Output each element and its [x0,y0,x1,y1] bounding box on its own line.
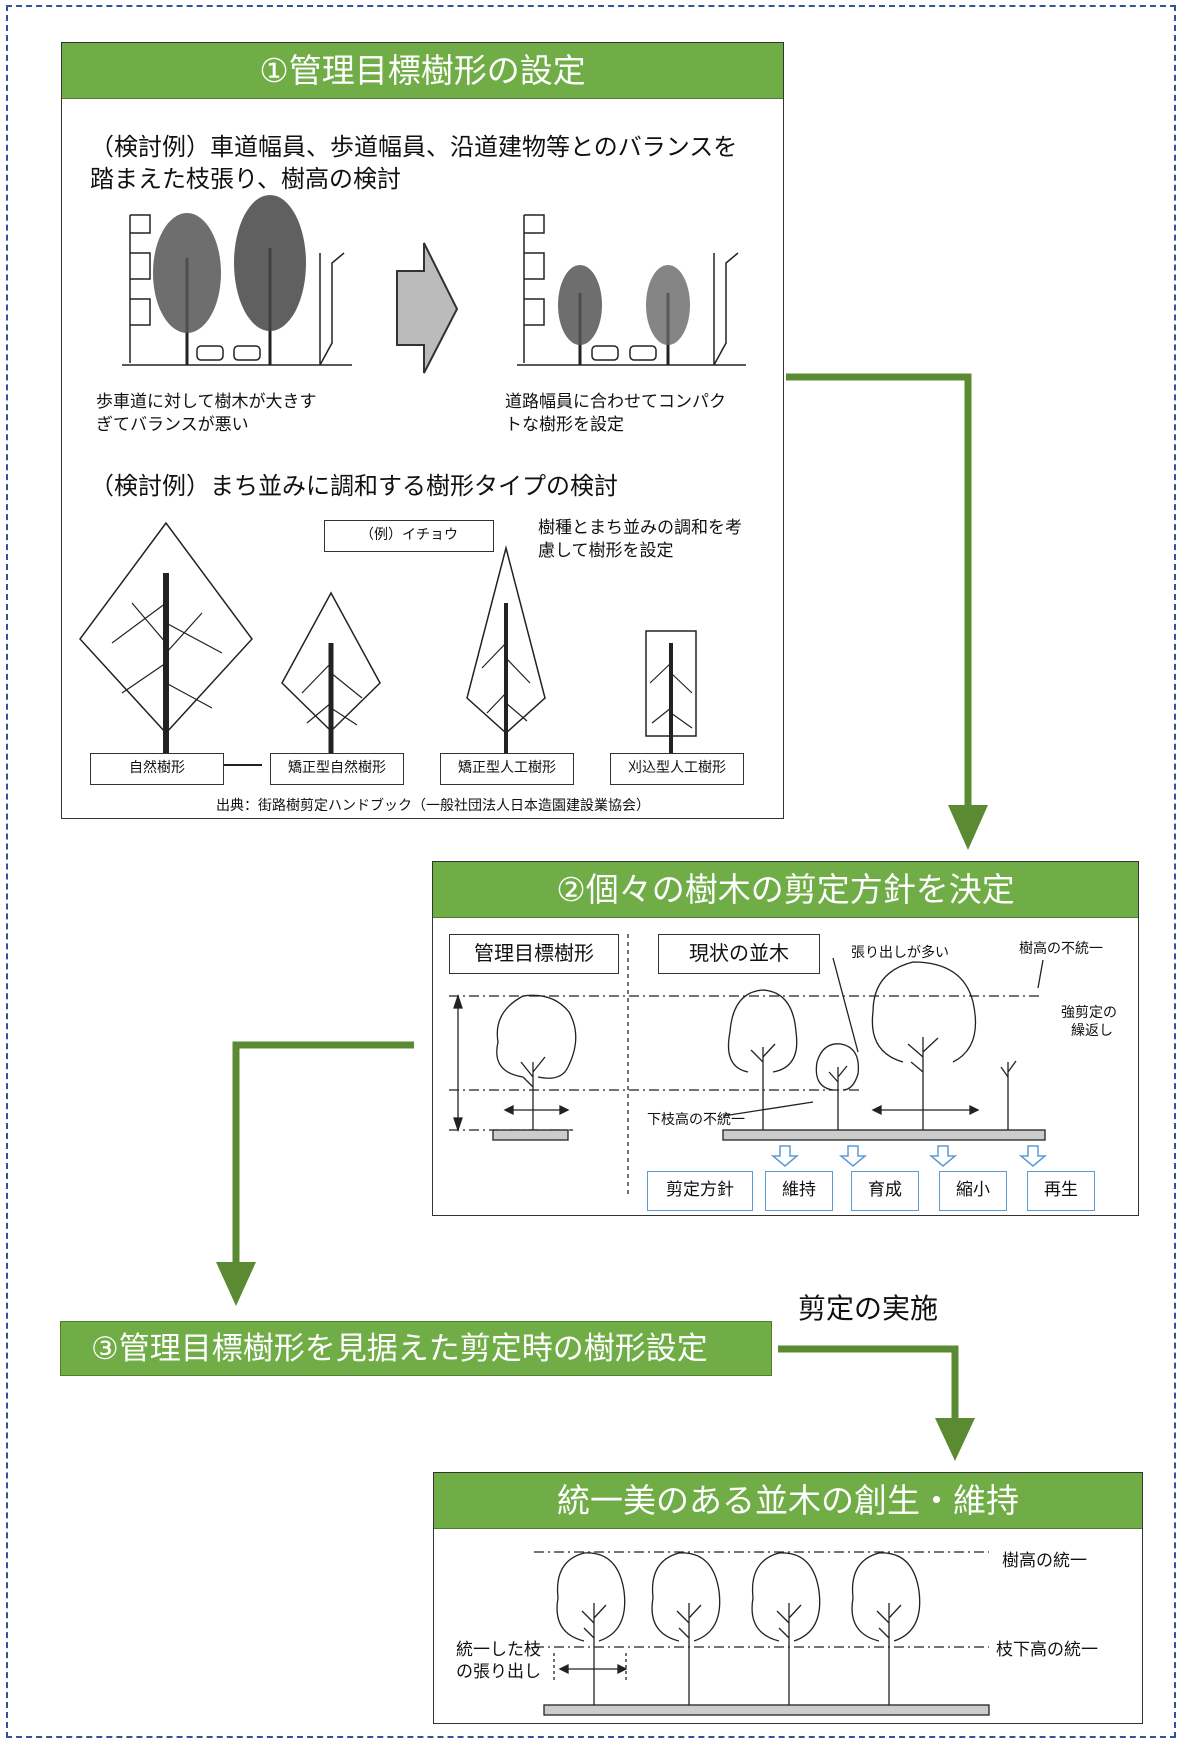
tree-type-note-line1: 樹種とまち並みの調和を考 [538,518,742,538]
tree-type-corrective-natural: 矯正型自然樹形 [270,753,404,785]
flow-arrowhead-to-section3 [216,1262,256,1306]
current-trees-label: 現状の並木 [658,934,820,974]
section1-title: ①管理目標樹形の設定 [62,43,783,99]
policy-develop: 育成 [851,1171,919,1211]
policy-reduce: 縮小 [939,1171,1007,1211]
section4-title: 統一美のある並木の創生・維持 [434,1473,1142,1529]
unified-trees-diagram [534,1551,990,1716]
right-caption-line2: トな樹形を設定 [505,415,624,435]
tree-type-corrective-artificial: 矯正型人工樹形 [440,753,574,785]
target-form-label: 管理目標樹形 [449,934,619,974]
left-caption-line2: ぎてバランスが悪い [96,415,249,435]
section4-panel: 統一美のある並木の創生・維持 樹高の統一 枝下高の統一 統一した枝 の張り出し [433,1472,1143,1724]
spread-unified-annotation-line1: 統一した枝 [456,1640,541,1660]
section2-panel: ②個々の樹木の剪定方針を決定 管理目標樹形 現状の並木 張り出しが多い 樹高の不… [432,861,1139,1216]
pruning-implementation-label: 剪定の実施 [798,1292,939,1325]
strong-pruning-annotation-line2: 繰返し [1071,1023,1113,1039]
example1-text-line2: 踏まえた枝張り、樹高の検討 [90,165,402,193]
overhang-annotation: 張り出しが多い [851,945,949,961]
source-citation: 出典：街路樹剪定ハンドブック（一般社団法人日本造園建設業協会） [216,798,650,814]
tree-type-note-line2: 慮して樹形を設定 [538,541,674,561]
pruning-policy-label: 剪定方針 [647,1171,753,1211]
strong-pruning-annotation-line1: 強剪定の [1061,1005,1117,1021]
lower-branch-unified-annotation: 枝下高の統一 [996,1640,1098,1660]
pruning-policy-diagram [449,934,1048,1197]
outer-dashed-frame [6,5,1176,1738]
policy-maintain: 維持 [765,1171,833,1211]
tree-type-natural: 自然樹形 [90,753,224,785]
flow-arrowhead-to-section4 [935,1418,975,1461]
section2-title: ②個々の樹木の剪定方針を決定 [433,862,1138,918]
lower-branch-annotation: 下枝高の不統一 [647,1112,745,1128]
height-inconsistency-annotation: 樹高の不統一 [1019,941,1103,957]
flow-arrowhead-to-section2 [948,805,988,850]
example1-text-line1: （検討例）車道幅員、歩道幅員、沿道建物等とのバランスを [90,133,738,161]
section3-title: ③管理目標樹形を見据えた剪定時の樹形設定 [60,1321,772,1376]
right-caption-line1: 道路幅員に合わせてコンパク [505,392,726,412]
policy-regenerate: 再生 [1027,1171,1095,1211]
height-unified-annotation: 樹高の統一 [1002,1551,1087,1571]
tree-type-clipped-artificial: 刈込型人工樹形 [610,753,744,785]
spread-unified-annotation-line2: の張り出し [456,1662,541,1682]
left-caption-line1: 歩車道に対して樹木が大きす [96,392,317,412]
species-label: （例）イチョウ [324,520,494,552]
example2-text: （検討例）まち並みに調和する樹形タイプの検討 [90,472,618,500]
street-large-trees-illustration [79,195,746,766]
section1-panel: ①管理目標樹形の設定 （検討例）車道幅員、歩道幅員、沿道建物等とのバランスを 踏… [61,42,784,819]
